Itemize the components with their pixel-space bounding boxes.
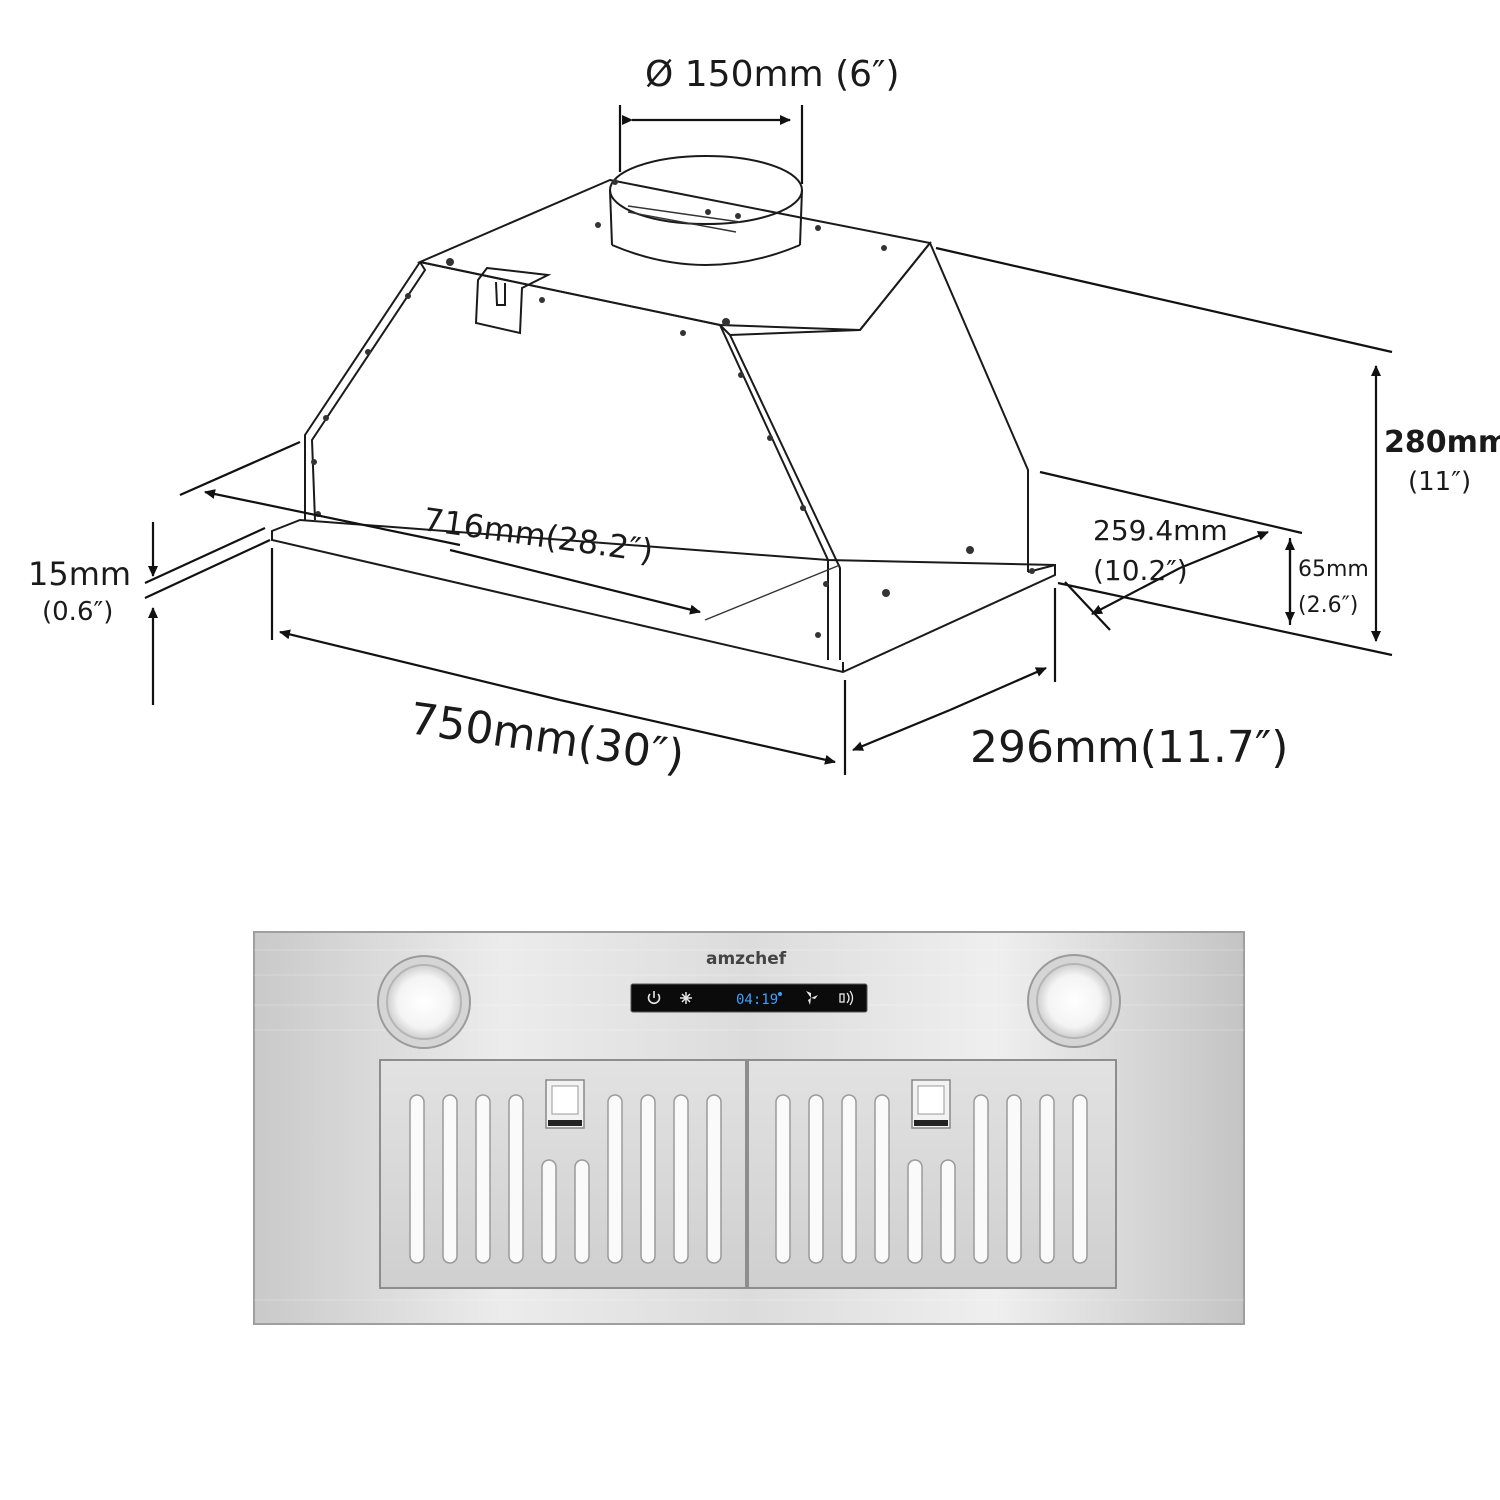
filter-handle-right (911, 1079, 951, 1129)
inner-width-label: 716mm(28.2″) (421, 500, 656, 570)
power-icon (647, 991, 661, 1005)
top-plate (416, 178, 932, 332)
total-height-mm-label: 280mm (1384, 425, 1500, 460)
right-lamp (1027, 954, 1121, 1048)
indicator-dot (778, 992, 782, 996)
right-side (729, 241, 1029, 572)
flange-mm-label: 15mm (28, 555, 131, 593)
flange-in-label: (0.6″) (42, 597, 113, 627)
inner-depth-mm-label: 259.4mm (1093, 514, 1228, 547)
control-panel: 04:19 (630, 983, 868, 1013)
filter-handle-left (545, 1079, 585, 1129)
fan-icon (806, 991, 818, 1005)
body-height-mm-label: 65mm (1298, 557, 1369, 582)
filter-slots-left (409, 1094, 722, 1264)
dimension-lines (144, 105, 1393, 775)
light-icon (680, 992, 692, 1004)
base-flange (271, 518, 1056, 674)
inner-depth-in-label: (10.2″) (1093, 554, 1188, 587)
brand-logo: amzchef (706, 949, 787, 969)
filter-slots-right (775, 1094, 1088, 1264)
speed-icon (839, 990, 854, 1006)
front-panel (419, 261, 841, 660)
body-height-in-label: (2.6″) (1298, 593, 1358, 618)
outer-depth-label: 296mm(11.7″) (970, 722, 1288, 773)
clock-display: 04:19 (736, 992, 778, 1008)
total-height-in-label: (11″) (1408, 467, 1471, 497)
hood-front-view: amzchef 04:19 (253, 931, 1245, 1325)
duct-diameter-label: Ø 150mm (6″) (645, 54, 900, 95)
left-lamp (377, 955, 471, 1049)
left-side (304, 261, 427, 521)
outer-width-label: 750mm(30″) (406, 693, 687, 782)
mounting-bracket (474, 266, 552, 335)
hood-line-drawing (271, 155, 1056, 674)
duct-collar (609, 155, 803, 266)
